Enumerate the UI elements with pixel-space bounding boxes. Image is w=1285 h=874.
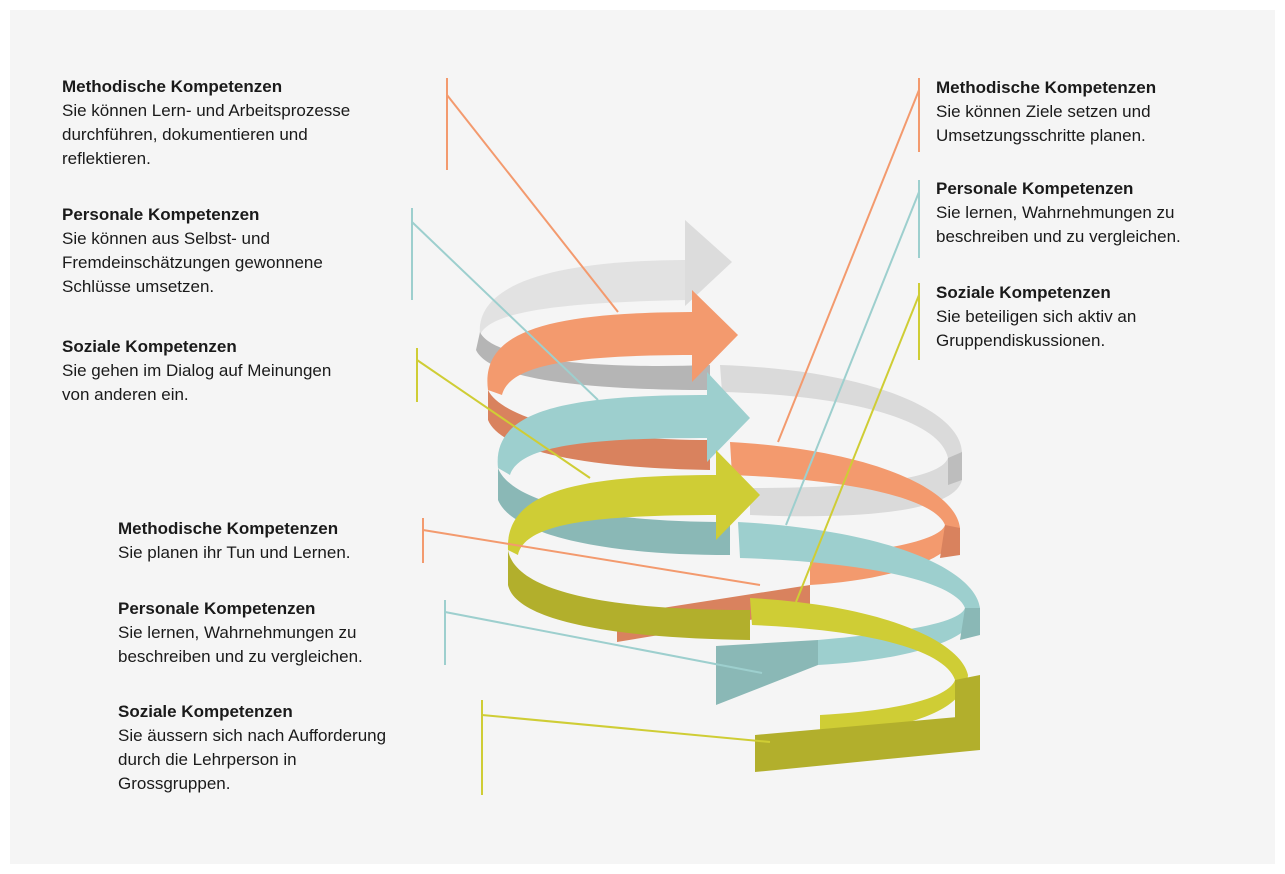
block-line: Sie lernen, Wahrnehmungen zu [118, 623, 357, 642]
block-line: Sie äussern sich nach Aufforderung [118, 726, 387, 745]
block-line: Sie planen ihr Tun und Lernen. [118, 543, 351, 562]
block-line: beschreiben und zu vergleichen. [118, 647, 363, 666]
block-line: Grossgruppen. [118, 774, 231, 793]
block-line: Sie können aus Selbst- und [62, 229, 270, 248]
block-title: Methodische Kompetenzen [62, 77, 283, 96]
text-block-right-personal: Personale Kompetenzen Sie lernen, Wahrne… [936, 177, 1181, 249]
block-line: Sie können Lern- und Arbeitsprozesse [62, 101, 351, 120]
block-title: Methodische Kompetenzen [936, 78, 1157, 97]
block-title: Personale Kompetenzen [118, 599, 316, 618]
block-line: Sie gehen im Dialog auf Meinungen [62, 361, 332, 380]
block-title: Methodische Kompetenzen [118, 519, 339, 538]
text-block-left-bottom-sozial: Soziale Kompetenzen Sie äussern sich nac… [118, 700, 386, 796]
block-line: Umsetzungsschritte planen. [936, 126, 1146, 145]
block-title: Personale Kompetenzen [62, 205, 260, 224]
block-line: Schlüsse umsetzen. [62, 277, 215, 296]
block-title: Personale Kompetenzen [936, 179, 1134, 198]
text-block-left-bottom-personal: Personale Kompetenzen Sie lernen, Wahrne… [118, 597, 363, 669]
block-line: durchführen, dokumentieren und [62, 125, 308, 144]
block-line: Fremdeinschätzungen gewonnene [62, 253, 323, 272]
block-line: durch die Lehrperson in [118, 750, 297, 769]
block-line: von anderen ein. [62, 385, 189, 404]
block-line: beschreiben und zu vergleichen. [936, 227, 1181, 246]
text-block-left-top-sozial: Soziale Kompetenzen Sie gehen im Dialog … [62, 335, 331, 407]
block-line: Sie lernen, Wahrnehmungen zu [936, 203, 1175, 222]
block-line: Sie können Ziele setzen und [936, 102, 1151, 121]
block-title: Soziale Kompetenzen [936, 283, 1111, 302]
block-line: Sie beteiligen sich aktiv an [936, 307, 1137, 326]
spiral-turn-teal [497, 372, 980, 705]
text-block-right-sozial: Soziale Kompetenzen Sie beteiligen sich … [936, 281, 1136, 353]
text-block-left-top-personal: Personale Kompetenzen Sie können aus Sel… [62, 203, 323, 299]
text-block-right-methodisch: Methodische Kompetenzen Sie können Ziele… [936, 76, 1156, 148]
block-line: reflektieren. [62, 149, 151, 168]
block-title: Soziale Kompetenzen [62, 337, 237, 356]
block-line: Gruppendiskussionen. [936, 331, 1106, 350]
diagram-canvas: Methodische Kompetenzen Sie können Lern-… [10, 10, 1275, 864]
text-block-left-bottom-methodisch: Methodische Kompetenzen Sie planen ihr T… [118, 517, 351, 565]
block-title: Soziale Kompetenzen [118, 702, 293, 721]
text-block-left-top-methodisch: Methodische Kompetenzen Sie können Lern-… [62, 75, 350, 171]
